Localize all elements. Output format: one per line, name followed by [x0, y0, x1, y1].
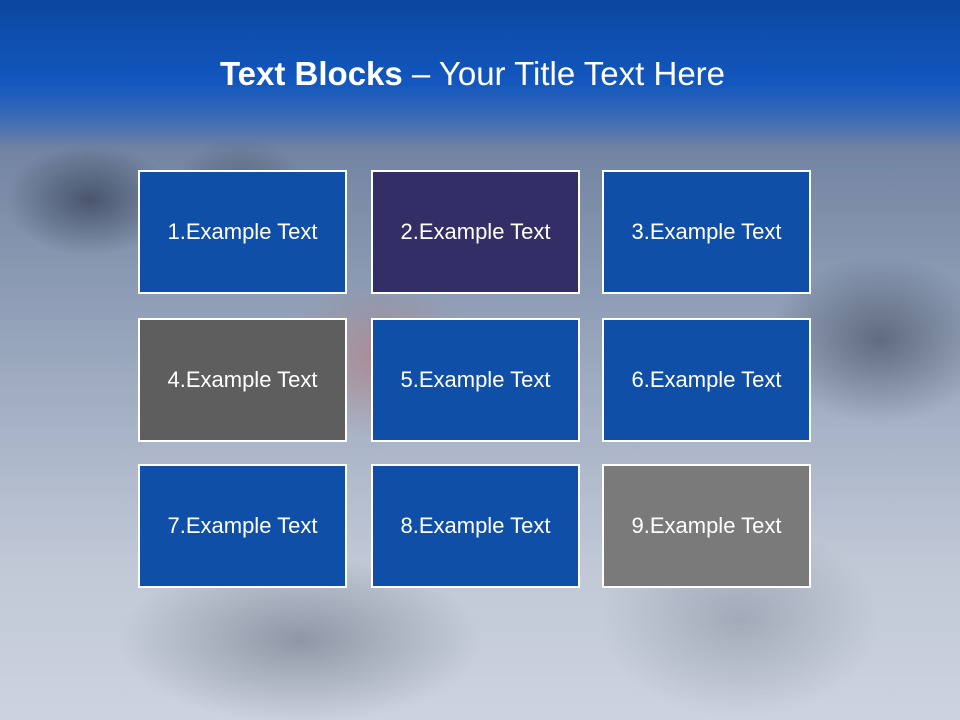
text-block-9[interactable]: 9.Example Text: [602, 464, 811, 588]
text-block-1[interactable]: 1.Example Text: [138, 170, 347, 294]
text-block-3[interactable]: 3.Example Text: [602, 170, 811, 294]
text-block-label: 3.Example Text: [631, 219, 782, 244]
text-block-label: 9.Example Text: [631, 513, 782, 538]
text-block-label: 6.Example Text: [631, 367, 782, 392]
slide-title: Text Blocks – Your Title Text Here: [0, 52, 945, 96]
text-block-6[interactable]: 6.Example Text: [602, 318, 811, 442]
slide-title-bold: Text Blocks: [219, 55, 403, 92]
text-block-2[interactable]: 2.Example Text: [371, 170, 580, 294]
text-block-label: 7.Example Text: [167, 513, 318, 538]
text-block-label: 8.Example Text: [400, 513, 551, 538]
text-block-4[interactable]: 4.Example Text: [138, 318, 347, 442]
text-block-label: 5.Example Text: [400, 367, 551, 392]
slide-title-rest: – Your Title Text Here: [402, 55, 726, 92]
text-block-8[interactable]: 8.Example Text: [371, 464, 580, 588]
text-block-label: 2.Example Text: [400, 219, 551, 244]
text-block-5[interactable]: 5.Example Text: [371, 318, 580, 442]
text-block-label: 4.Example Text: [167, 367, 318, 392]
text-block-label: 1.Example Text: [167, 219, 318, 244]
title-banner: [0, 0, 960, 150]
text-block-7[interactable]: 7.Example Text: [138, 464, 347, 588]
